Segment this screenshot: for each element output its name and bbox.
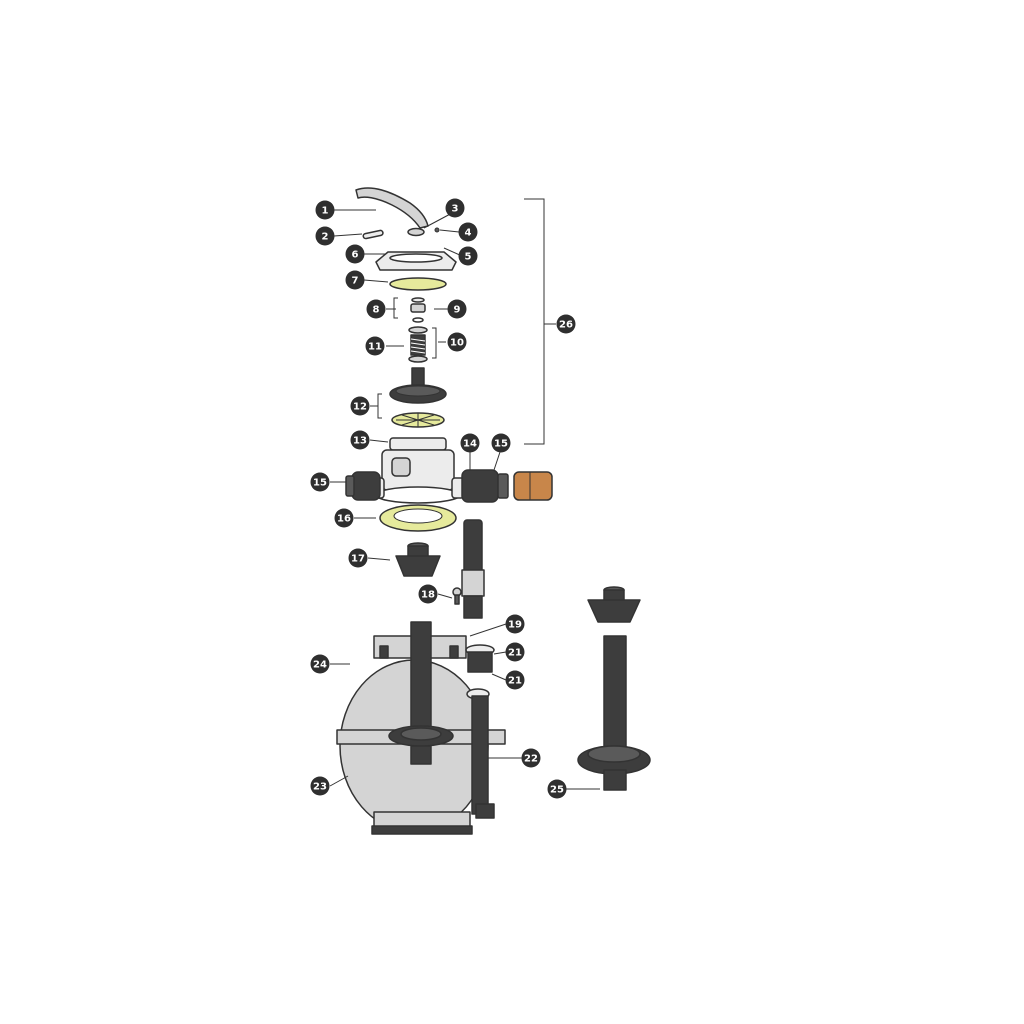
callout-19: 19 [505,614,525,634]
callout-1: 1 [315,200,335,220]
fitting-21-body [467,651,493,673]
callout-21-top-label: 21 [508,648,522,659]
lateral-cap-body [587,599,641,623]
cover-gasket-part [389,277,447,291]
callout-13-label: 13 [353,436,367,447]
rotor-disc-top [395,385,441,397]
callout-14: 14 [460,433,480,453]
spring-washer-top [408,326,428,334]
callout-12-label: 12 [353,402,367,413]
callout-2-label: 2 [322,232,329,243]
right-union-part [461,469,499,503]
callout-4: 4 [458,222,478,242]
callout-26-label: 26 [559,320,573,331]
screw-shank-part [454,594,460,605]
callout-21-top: 21 [505,642,525,662]
callout-7: 7 [345,270,365,290]
valve-cover-top [389,253,443,263]
callout-22-label: 22 [524,754,538,765]
lateral-pipe [603,635,627,749]
callout-2: 2 [315,226,335,246]
bronze-union-part [513,471,553,501]
callout-6: 6 [345,244,365,264]
callout-16: 16 [334,508,354,528]
callout-15-right: 15 [491,433,511,453]
callout-25-label: 25 [550,785,564,796]
callout-1-label: 1 [322,206,329,217]
callout-12: 12 [350,396,370,416]
seal-ring-part [411,297,425,303]
callout-23-label: 23 [313,782,327,793]
callout-3-label: 3 [452,204,459,215]
bracket-bolt-left [379,645,389,659]
callout-24: 24 [310,654,330,674]
callout-6-label: 6 [352,250,359,261]
callout-8-label: 8 [373,305,380,316]
callout-14-label: 14 [463,439,477,450]
callout-24-label: 24 [313,660,327,671]
washer-part [407,227,425,237]
callout-22: 22 [521,748,541,768]
callout-16-label: 16 [337,514,351,525]
left-union-part [351,471,381,501]
callout-15-left-label: 15 [313,478,327,489]
callout-10: 10 [447,332,467,352]
callout-9: 9 [447,299,467,319]
valve-body-top-ring [389,437,447,451]
callout-23: 23 [310,776,330,796]
callout-5-label: 5 [465,252,472,263]
handle-part [355,187,429,229]
callout-markers: 1 2 3 4 5 6 7 8 [310,198,576,799]
callout-17-label: 17 [351,554,365,565]
lateral-stub [603,769,627,791]
bushing-part [410,303,426,313]
callout-18: 18 [418,584,438,604]
spring-coils [410,338,426,354]
callout-9-label: 9 [454,305,461,316]
callout-25: 25 [547,779,567,799]
pin-part [362,229,384,240]
ball-part [434,227,440,233]
tank-diffuser-inner [400,727,442,741]
left-union-ring [345,475,355,497]
right-union-ring [497,473,509,499]
callout-8: 8 [366,299,386,319]
callout-3: 3 [445,198,465,218]
callout-15-left: 15 [310,472,330,492]
o-ring-part [412,317,424,323]
standpipe-upper [463,519,483,575]
side-pipe-elbow [475,803,495,819]
callout-11-label: 11 [368,342,382,353]
callout-26: 26 [556,314,576,334]
tank-drain-stub [410,745,432,765]
valve-body-flange [375,486,461,504]
standpipe-band [461,569,485,597]
callout-10-label: 10 [450,338,464,349]
side-pipe-22-part [471,695,489,815]
callout-19-label: 19 [508,620,522,631]
callout-17: 17 [348,548,368,568]
callout-4-label: 4 [465,228,472,239]
tank-center-pipe [410,621,432,733]
callout-21-bottom: 21 [505,670,525,690]
adapter-body-part [395,555,441,577]
callout-13: 13 [350,430,370,450]
callout-7-label: 7 [352,276,359,287]
parts-group [336,187,651,835]
base-gasket-inner [393,508,443,524]
callout-11: 11 [365,336,385,356]
rotor-gasket-spokes [396,413,440,427]
callout-21-bottom-label: 21 [508,676,522,687]
lateral-hub-inner [587,745,641,763]
bracket-bolt-right [449,645,459,659]
callout-5: 5 [458,246,478,266]
callout-18-label: 18 [421,590,435,601]
valve-body-port-left [391,457,411,477]
leader-lines [329,198,600,790]
standpipe-lower [463,595,483,619]
tank-base-foot [371,825,473,835]
callout-15-right-label: 15 [494,439,508,450]
spring-washer-bottom [408,355,428,363]
